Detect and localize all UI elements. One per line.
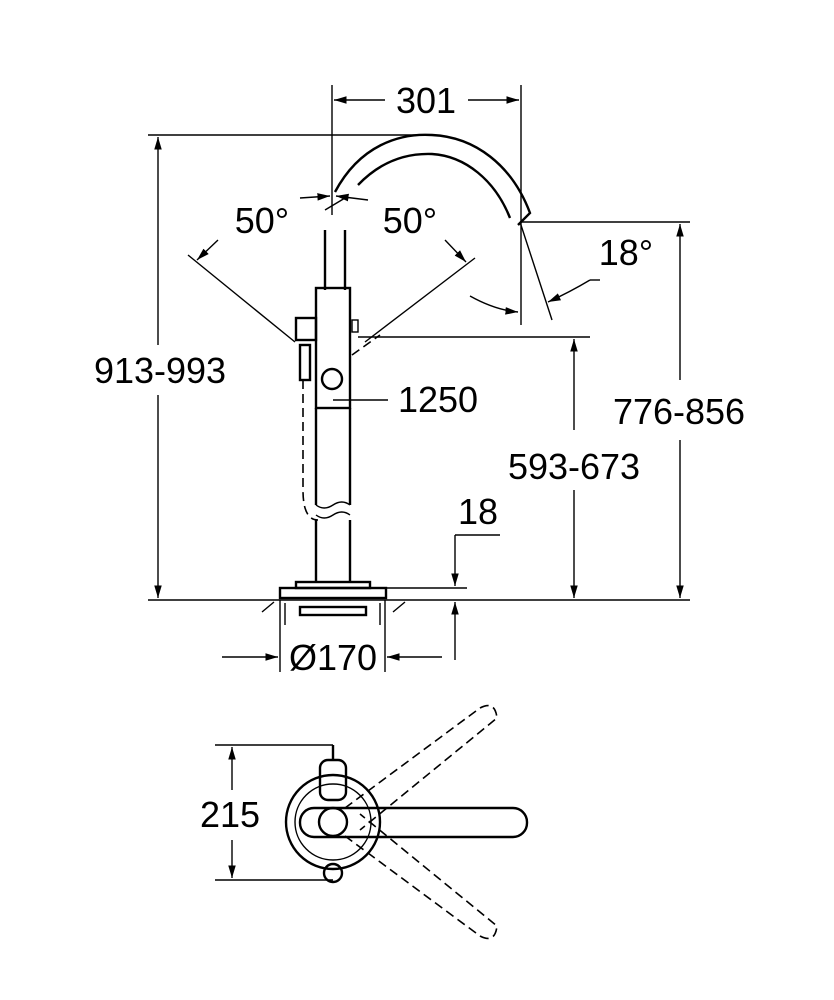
dimension-handle-height: 593-673 bbox=[358, 336, 640, 598]
dimension-total-height: 913-993 bbox=[94, 134, 430, 598]
label-hose-length: 1250 bbox=[398, 379, 478, 420]
dimension-spout-reach: 301 bbox=[331, 80, 522, 325]
label-plan-depth: 215 bbox=[200, 794, 260, 835]
label-spout-outlet-height: 776-856 bbox=[613, 391, 745, 432]
dimension-spout-outlet-height: 776-856 bbox=[520, 221, 745, 598]
plan-view: 215 bbox=[200, 704, 529, 940]
label-base-thickness: 18 bbox=[458, 491, 498, 532]
label-spout-reach: 301 bbox=[396, 80, 456, 121]
label-base-diameter: Ø170 bbox=[289, 637, 377, 678]
label-handle-height: 593-673 bbox=[508, 446, 640, 487]
label-angle-left: 50° bbox=[235, 200, 289, 241]
dimension-base-thickness: 18 bbox=[370, 491, 500, 660]
label-spout-angle: 18° bbox=[599, 232, 653, 273]
swivel-angles: 50° 50° bbox=[187, 193, 476, 356]
faucet-body bbox=[261, 230, 406, 625]
dimension-hose-length: 1250 bbox=[333, 379, 478, 420]
label-total-height: 913-993 bbox=[94, 350, 226, 391]
label-angle-right: 50° bbox=[383, 200, 437, 241]
dimension-spout-angle: 18° bbox=[469, 221, 653, 321]
dimension-base-diameter: Ø170 bbox=[222, 600, 442, 678]
